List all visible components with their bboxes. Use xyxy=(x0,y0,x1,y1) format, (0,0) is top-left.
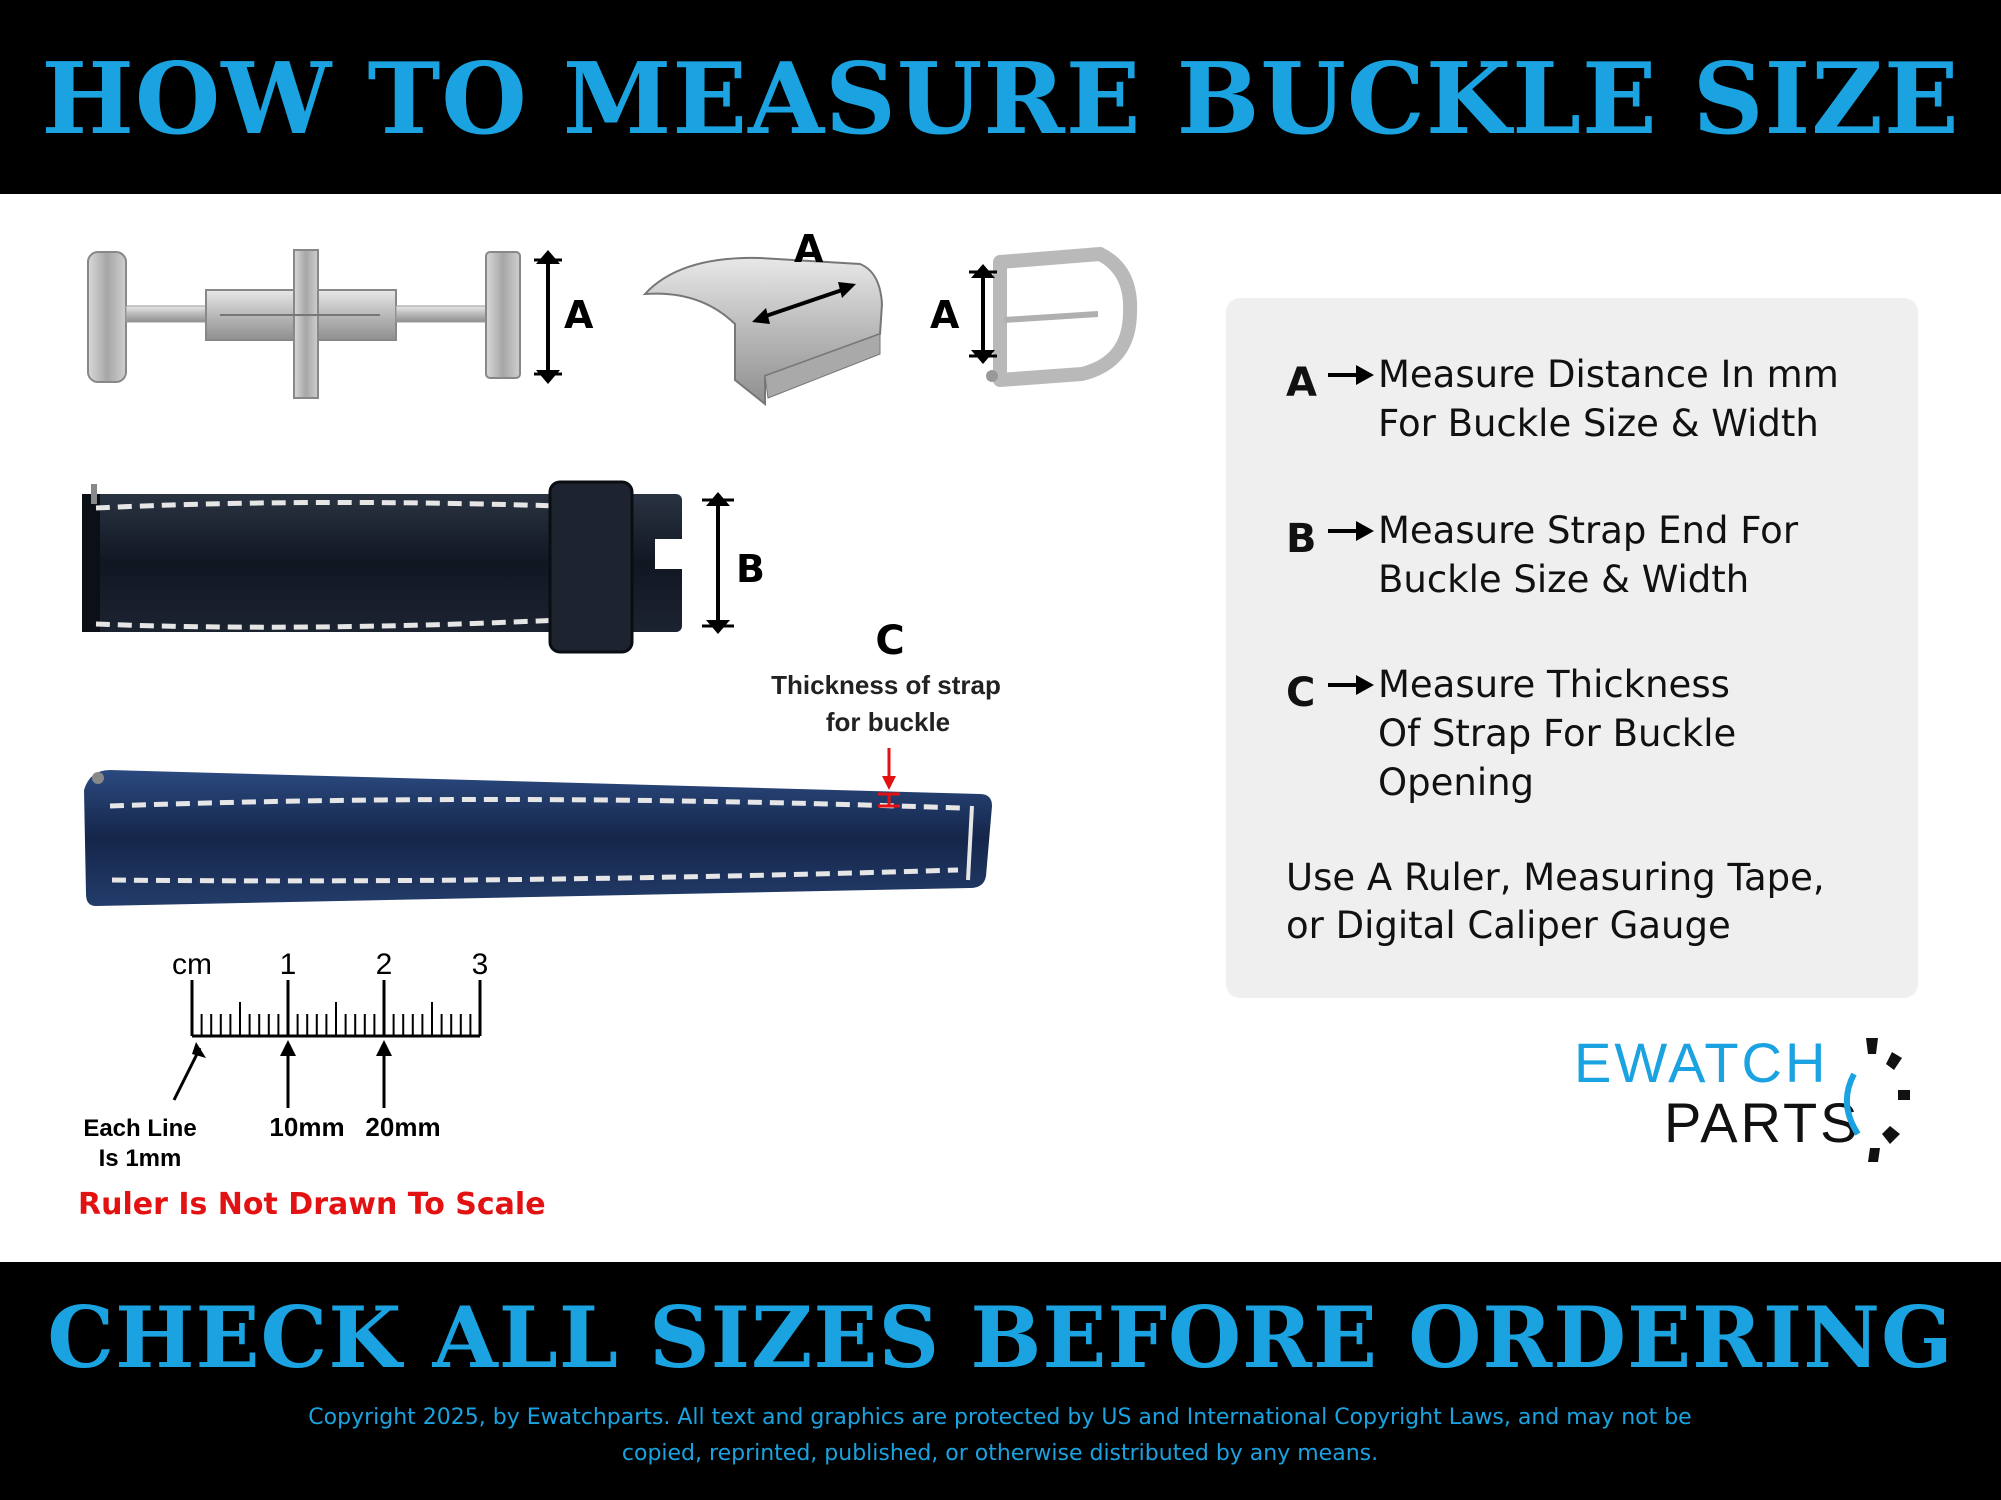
instruction-c: C Measure Thickness Of Strap For Buckle … xyxy=(1286,660,1898,807)
instructions-panel: A Measure Distance In mm For Buckle Size… xyxy=(1226,298,1918,998)
dimension-arrow-a-folding xyxy=(752,282,856,324)
copyright-line1: Copyright 2025, by Ewatchparts. All text… xyxy=(308,1405,1692,1430)
instruction-a-letter: A xyxy=(1286,360,1317,406)
footer-band xyxy=(0,1262,2001,1500)
arrow-right-icon xyxy=(1328,365,1374,385)
instruction-b-text: Measure Strap End For Buckle Size & Widt… xyxy=(1378,506,1898,604)
instruction-c-line2: Of Strap For Buckle xyxy=(1378,712,1737,755)
ruler-10mm-label: 10mm xyxy=(269,1112,344,1142)
instruction-c-letter: C xyxy=(1286,670,1316,716)
folding-buckle-image xyxy=(642,256,884,407)
instruction-c-line3: Opening xyxy=(1378,761,1535,804)
ruler-scale-warning: Ruler Is Not Drawn To Scale xyxy=(78,1187,546,1222)
label-a-folding: A xyxy=(794,227,824,271)
instruction-b: B Measure Strap End For Buckle Size & Wi… xyxy=(1286,506,1898,604)
ruler-pointer-arrows xyxy=(172,1040,392,1108)
instruction-c-line1: Measure Thickness xyxy=(1378,663,1730,706)
instruction-a-line1: Measure Distance In mm xyxy=(1378,353,1839,396)
ruler-unit-label: cm xyxy=(172,948,212,981)
dimension-arrow-a-tang xyxy=(969,264,997,364)
header-band xyxy=(0,0,2001,194)
measurement-diagram: A A A B C Thickness of strap xyxy=(82,227,1138,1172)
thickness-caption-line2: for buckle xyxy=(826,707,950,737)
page-title: HOW TO MEASURE BUCKLE SIZE xyxy=(41,42,1960,157)
instruction-a-line2: For Buckle Size & Width xyxy=(1378,402,1819,445)
logo-watch-dial-icon xyxy=(1843,1038,1910,1162)
logo-ewatch-text: EWATCH xyxy=(1574,1030,1828,1095)
logo-parts-text: PARTS xyxy=(1664,1091,1861,1154)
label-a-deployant: A xyxy=(564,293,594,337)
footer-title: CHECK ALL SIZES BEFORE ORDERING xyxy=(47,1288,1954,1387)
black-strap-image xyxy=(82,480,685,654)
instruction-a-text: Measure Distance In mm For Buckle Size &… xyxy=(1378,350,1898,448)
blue-strap-image xyxy=(84,770,992,906)
thickness-caption-line1: Thickness of strap xyxy=(771,670,1001,700)
instruction-c-text: Measure Thickness Of Strap For Buckle Op… xyxy=(1378,660,1898,807)
ruler-tick-1: 1 xyxy=(280,948,297,981)
ruler-each-line-2: Is 1mm xyxy=(99,1145,182,1172)
deployant-buckle-image xyxy=(87,249,521,399)
copyright-notice: Copyright 2025, by Ewatchparts. All text… xyxy=(200,1400,1800,1472)
arrow-right-icon xyxy=(1328,521,1374,541)
instruction-b-letter: B xyxy=(1286,516,1317,562)
ruler-tick-3: 3 xyxy=(472,948,489,981)
dimension-arrow-b xyxy=(702,492,734,634)
tools-note-line2: or Digital Caliper Gauge xyxy=(1286,904,1731,947)
ruler-tick-2: 2 xyxy=(376,948,393,981)
instruction-b-line1: Measure Strap End For xyxy=(1378,509,1799,552)
ruler-scale xyxy=(190,980,482,1038)
thickness-arrow-red xyxy=(878,748,900,808)
tang-buckle-image xyxy=(986,247,1138,387)
logo-ewatch-word: EWATCH xyxy=(1574,1031,1829,1094)
label-a-tang: A xyxy=(930,293,960,337)
dimension-arrow-a-deployant xyxy=(534,250,562,384)
ruler-20mm-label: 20mm xyxy=(365,1112,440,1142)
tools-note-line1: Use A Ruler, Measuring Tape, xyxy=(1286,856,1825,899)
instruction-b-line2: Buckle Size & Width xyxy=(1378,558,1750,601)
arrow-right-icon xyxy=(1328,675,1374,695)
copyright-line2: copied, reprinted, published, or otherwi… xyxy=(621,1441,1379,1466)
ewatchparts-logo: EWATCH PARTS xyxy=(1574,1030,1914,1170)
instruction-a: A Measure Distance In mm For Buckle Size… xyxy=(1286,350,1898,448)
tools-note: Use A Ruler, Measuring Tape, or Digital … xyxy=(1286,854,1876,950)
label-b: B xyxy=(736,547,765,591)
ruler-each-line-1: Each Line xyxy=(83,1115,196,1142)
label-c: C xyxy=(875,618,904,664)
